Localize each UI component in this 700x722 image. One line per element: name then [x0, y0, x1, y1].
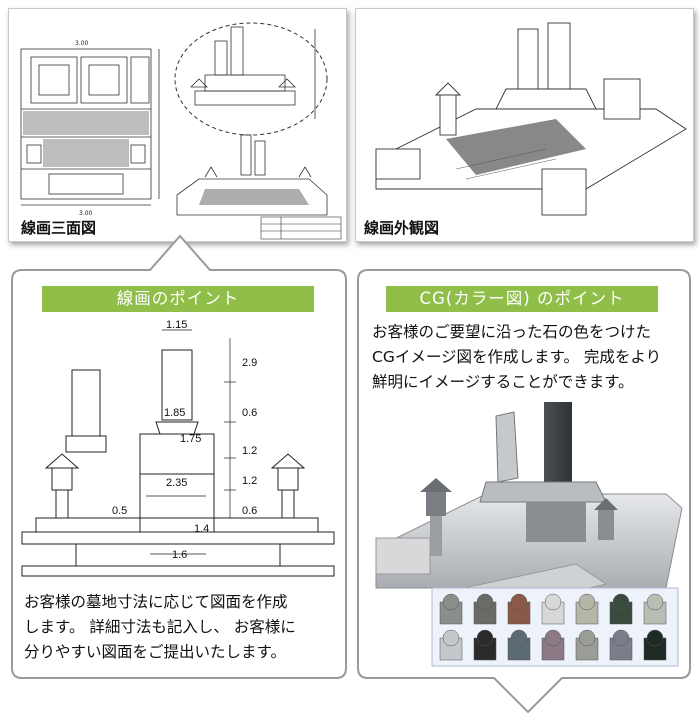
stone-swatch-top: [646, 629, 664, 647]
stone-swatch-top: [476, 629, 494, 647]
stone-color-swatches: [439, 593, 667, 661]
line-drawing-text-line: します。 詳細寸法も記入し、 お客様に: [24, 618, 296, 636]
stone-swatch-top: [578, 629, 596, 647]
stone-swatch-top: [442, 593, 460, 611]
line-drawing-points-title: 線画のポイント: [42, 286, 314, 312]
front-elevation-drawing: 1.15 1.85 1.75 2.35 1.4 1.6 2.9 0.6 1.2 …: [21, 319, 335, 577]
cg-text-line: CGイメージ図を作成します。 完成をより: [372, 348, 662, 366]
external-view-illustration: [375, 22, 687, 216]
line-drawing-text-line: 分りやすい図面をご提出いたします。: [24, 643, 286, 661]
dim-1-4: 1.4: [194, 523, 209, 535]
dim-1-2-upper: 1.2: [242, 445, 257, 457]
svg-text:3.00: 3.00: [75, 40, 89, 47]
stone-swatch-top: [612, 593, 630, 611]
three-view-drawing-image: 3.00 3.00 線画三面図: [8, 8, 347, 242]
dim-2-9: 2.9: [242, 357, 257, 369]
dim-0-6-lower: 0.6: [242, 505, 257, 517]
stone-swatch-top: [510, 629, 528, 647]
external-view-drawing-image: 線画外観図: [355, 8, 694, 242]
stone-swatch-top: [510, 593, 528, 611]
external-view-caption: 線画外観図: [362, 217, 442, 238]
stone-swatch-top: [544, 593, 562, 611]
line-drawing-description: お客様の墓地寸法に応じて図面を作成 します。 詳細寸法も記入し、 お客様に 分り…: [24, 590, 340, 665]
stone-swatch-top: [442, 629, 460, 647]
dim-0-5: 0.5: [112, 505, 127, 517]
line-drawing-text-line: お客様の墓地寸法に応じて図面を作成: [24, 593, 288, 611]
dim-1-2-lower: 1.2: [242, 475, 257, 487]
svg-text:3.00: 3.00: [79, 210, 93, 217]
stone-swatch-top: [612, 629, 630, 647]
dim-1-85: 1.85: [164, 407, 185, 419]
cg-text-line: 鮮明にイメージすることができます。: [372, 373, 634, 391]
dim-2-35: 2.35: [166, 477, 187, 489]
three-view-caption: 線画三面図: [19, 217, 99, 238]
cg-text-line: お客様のご要望に沿った石の色をつけた: [372, 323, 652, 341]
cg-points-title: CG(カラー図) のポイント: [386, 286, 658, 312]
stone-swatch-top: [646, 593, 664, 611]
dim-0-6-upper: 0.6: [242, 407, 257, 419]
cg-render-illustration: [375, 402, 683, 667]
stone-swatch-top: [578, 593, 596, 611]
dim-1-15: 1.15: [166, 319, 187, 331]
stone-swatch-top: [544, 629, 562, 647]
stone-swatch-top: [476, 593, 494, 611]
cg-description: お客様のご要望に沿った石の色をつけた CGイメージ図を作成します。 完成をより …: [372, 320, 686, 395]
three-view-drawing-illustration: 3.00 3.00: [20, 22, 342, 240]
dim-1-75: 1.75: [180, 433, 201, 445]
dim-1-6: 1.6: [172, 549, 187, 561]
